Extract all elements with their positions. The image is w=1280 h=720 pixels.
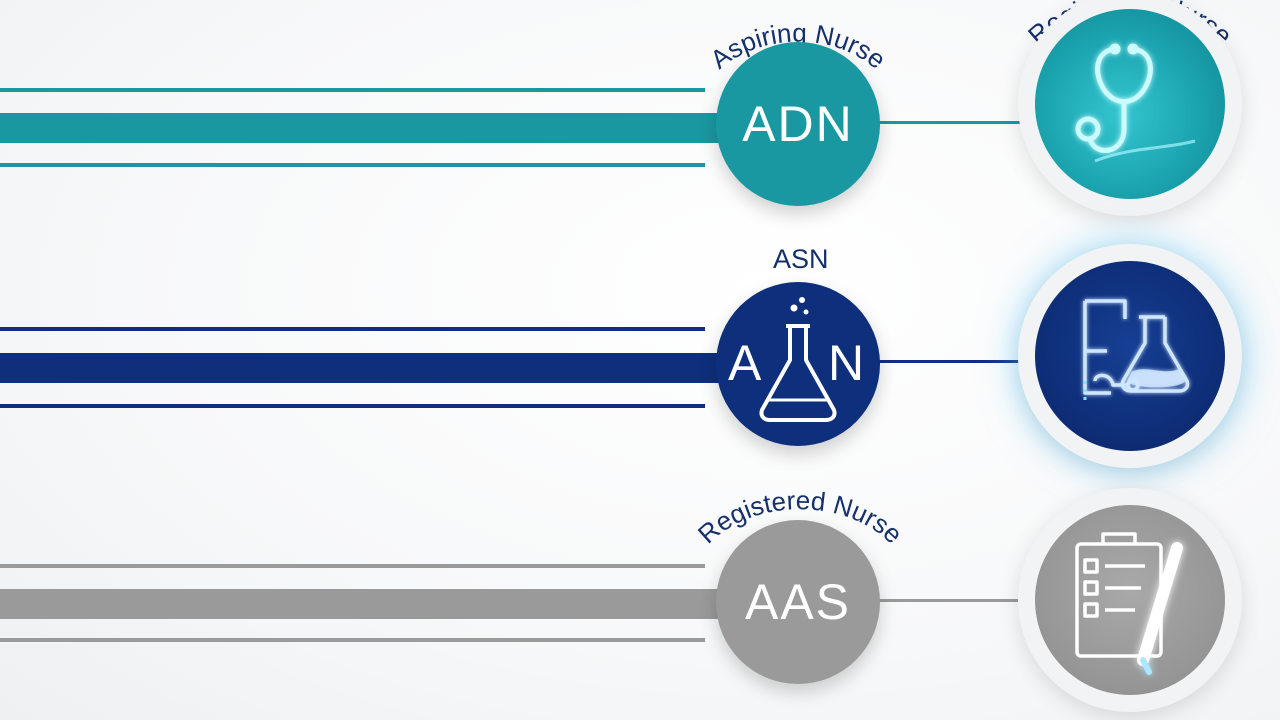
label-asn: ASN: [773, 244, 829, 274]
track-line-thick: [0, 353, 720, 383]
clipboard-checklist-icon: [1035, 505, 1225, 695]
icon-frame: [1018, 244, 1242, 468]
track-line-thick: [0, 113, 720, 143]
track-line-thin-top: [0, 564, 705, 568]
svg-text:A: A: [728, 335, 763, 391]
icon-frame: [1018, 488, 1242, 712]
track-line-thin-top: [0, 327, 705, 331]
connector-line: [872, 121, 1042, 124]
degree-label: AAS: [744, 574, 852, 630]
degree-badge-aas: AAS: [716, 520, 880, 684]
stethoscope-icon: [1035, 9, 1225, 199]
track-line-thin-bottom: [0, 638, 705, 642]
svg-text:N: N: [828, 335, 866, 391]
track-line-thin-top: [0, 88, 705, 92]
degree-badge-adn: ADN: [716, 42, 880, 206]
connector-line: [872, 599, 1042, 602]
pathway-row-adn: Aspiring Nurse ADN Registered Nurse: [0, 0, 1280, 240]
track-line-thin-bottom: [0, 404, 705, 408]
icon-frame: [1018, 0, 1242, 216]
lab-flask-icon: [1035, 261, 1225, 451]
connector-line: [872, 360, 1042, 363]
track-line-thick: [0, 589, 720, 619]
pathway-row-aas: Registered Nurse AAS: [0, 480, 1280, 720]
degree-badge-asn: A N: [716, 282, 880, 446]
pathway-row-asn: ASN A N: [0, 240, 1280, 480]
track-line-thin-bottom: [0, 163, 705, 167]
degree-label: ADN: [742, 96, 854, 152]
